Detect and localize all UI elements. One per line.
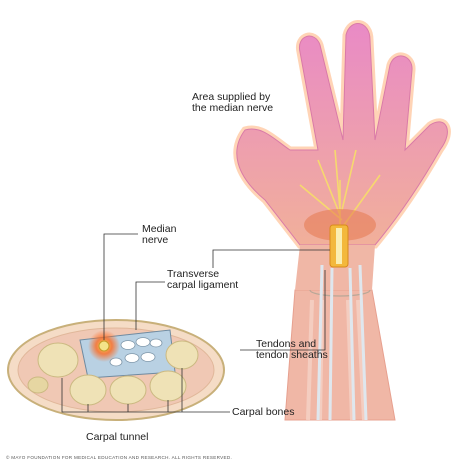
label-tendons: Tendons and tendon sheaths (256, 339, 328, 361)
label-area-supplied: Area supplied by the median nerve (192, 92, 273, 114)
label-carpal-bones: Carpal bones (232, 407, 294, 418)
label-median-nerve: Median nerve (142, 224, 176, 246)
copyright-text: © MAYO FOUNDATION FOR MEDICAL EDUCATION … (6, 455, 232, 460)
carpal-tunnel-cross-section (8, 320, 224, 420)
label-transverse-ligament: Transverse carpal ligament (167, 269, 238, 291)
label-carpal-tunnel: Carpal tunnel (86, 432, 148, 443)
